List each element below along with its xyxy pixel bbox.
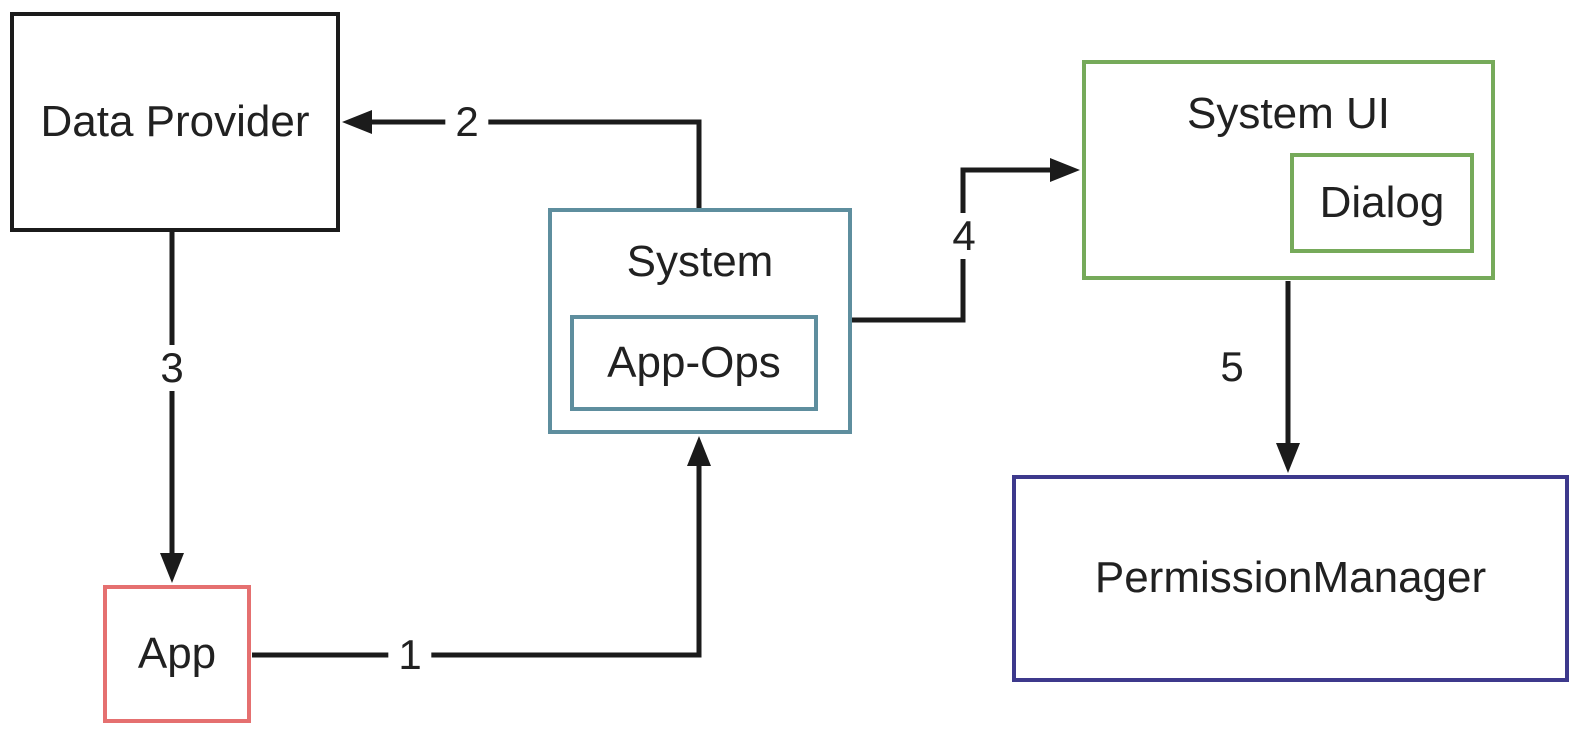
edge-3-arrowhead bbox=[160, 553, 184, 583]
node-system-ui: System UI Dialog bbox=[1082, 60, 1495, 280]
node-app: App bbox=[103, 585, 251, 723]
node-system: System App-Ops bbox=[548, 208, 852, 434]
node-data-provider: Data Provider bbox=[10, 12, 340, 232]
edge-5-arrowhead bbox=[1276, 443, 1300, 473]
edge-3-label: 3 bbox=[150, 345, 194, 391]
node-system-label: System bbox=[626, 237, 774, 286]
node-permission-manager: PermissionManager bbox=[1012, 475, 1569, 682]
edge-1-arrowhead bbox=[687, 436, 711, 466]
edge-2-label: 2 bbox=[445, 99, 489, 145]
edge-1-line bbox=[252, 455, 702, 658]
node-data-provider-label: Data Provider bbox=[40, 96, 310, 146]
node-app-label: App bbox=[137, 628, 217, 678]
edge-5-label: 5 bbox=[1210, 344, 1254, 390]
node-app-ops: App-Ops bbox=[570, 315, 818, 411]
node-app-ops-label: App-Ops bbox=[607, 337, 781, 387]
edge-2-arrowhead bbox=[342, 110, 372, 134]
edge-2-line bbox=[354, 119, 702, 209]
node-permission-manager-label: PermissionManager bbox=[1094, 553, 1487, 603]
node-dialog-label: Dialog bbox=[1319, 177, 1445, 227]
edge-4-label: 4 bbox=[942, 213, 986, 259]
node-dialog: Dialog bbox=[1290, 153, 1474, 253]
edge-4-arrowhead bbox=[1050, 158, 1080, 182]
edge-1-label: 1 bbox=[388, 632, 432, 678]
node-system-ui-label: System UI bbox=[1187, 89, 1390, 138]
